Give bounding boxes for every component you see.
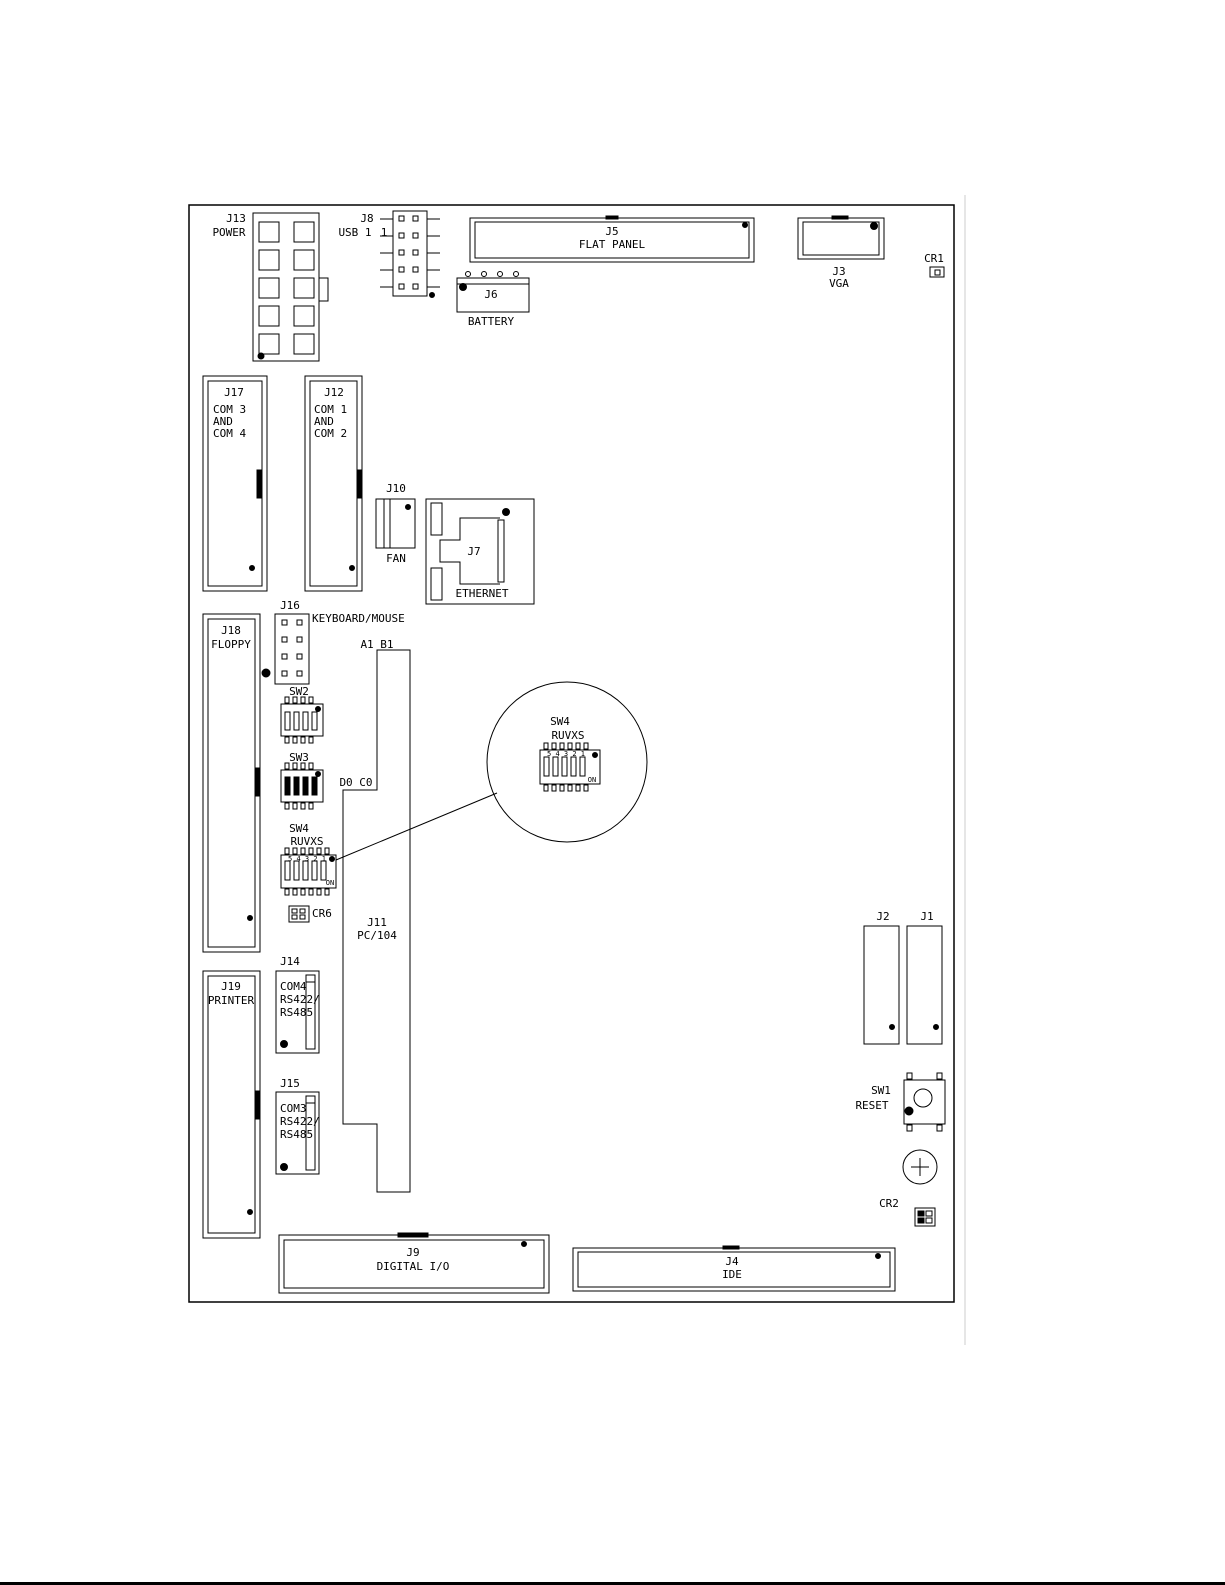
j14-ref-label: J14 (280, 955, 300, 968)
sw3-dip-switch (280, 762, 324, 810)
j14-name-line3: RS485 (280, 1006, 313, 1019)
j17-name-line1: COM 3 (213, 403, 246, 416)
j11-ref-label: J11 (367, 916, 387, 929)
j19-name-label: PRINTER (208, 994, 255, 1007)
j14-name-line2: RS422/ (280, 993, 320, 1006)
j2-header (863, 925, 900, 1045)
sw4-on-label: ON (326, 879, 334, 887)
j5-name-label: FLAT PANEL (579, 238, 646, 251)
j4-name-label: IDE (722, 1268, 742, 1281)
j17-name-line2: AND (213, 415, 233, 428)
sw4-callout-ref-label: SW4 (550, 715, 570, 728)
j16-name-label: KEYBOARD/MOUSE (312, 612, 405, 625)
cr1-led (929, 266, 945, 278)
j3-name-label: VGA (829, 277, 849, 290)
j15-name-line1: COM3 (280, 1102, 307, 1115)
j17-name-line3: COM 4 (213, 427, 246, 440)
j12-com1-com2-header (304, 375, 363, 592)
sw4-magnified-callout (335, 681, 648, 861)
j2-ref-label: J2 (876, 910, 889, 923)
sw4-callout-switch-labels: RUVXS (551, 729, 584, 742)
j11-pins-top-label: A1 B1 (360, 638, 393, 651)
j14-com4-rs422-rs485-header (275, 970, 320, 1054)
j13-ref-label: J13 (226, 212, 246, 225)
j5-flat-panel-connector (469, 215, 755, 263)
j9-ref-label: J9 (406, 1246, 419, 1259)
j11-pc104-connector (342, 649, 411, 1193)
cr6-led (288, 905, 310, 923)
j15-name-line3: RS485 (280, 1128, 313, 1141)
j9-name-label: DIGITAL I/O (377, 1260, 450, 1273)
page-bottom-rule (0, 1582, 1225, 1585)
j6-ref-label: J6 (484, 288, 497, 301)
j15-ref-label: J15 (280, 1077, 300, 1090)
cr2-ref-label: CR2 (879, 1197, 899, 1210)
j17-com3-com4-header (202, 375, 268, 592)
j15-com3-rs422-rs485-header (275, 1091, 320, 1175)
j14-name-line1: COM4 (280, 980, 307, 993)
j8-pin-label: 1 (381, 226, 388, 239)
j11-name-label: PC/104 (357, 929, 397, 942)
sw2-ref-label: SW2 (289, 685, 309, 698)
j4-ref-label: J4 (725, 1255, 739, 1268)
j18-name-label: FLOPPY (211, 638, 251, 651)
j10-ref-label: J10 (386, 482, 406, 495)
j8-ref-label: J8 (360, 212, 373, 225)
j15-name-line2: RS422/ (280, 1115, 320, 1128)
j3-ref-label: J3 (832, 265, 845, 278)
j13-power-connector (252, 212, 329, 362)
j10-fan-connector (375, 498, 416, 549)
sw2-dip-switch (280, 696, 324, 744)
cr1-ref-label: CR1 (924, 252, 944, 265)
j11-pins-side-label: D0 C0 (339, 776, 372, 789)
j1-ref-label: J1 (920, 910, 933, 923)
j12-name-line3: COM 2 (314, 427, 347, 440)
sw3-ref-label: SW3 (289, 751, 309, 764)
sw1-name-label: RESET (855, 1099, 888, 1112)
sw4-callout-position-labels: 5 4 3 2 1 (547, 750, 585, 758)
j12-name-line1: COM 1 (314, 403, 347, 416)
sw4-dip-switch (280, 847, 337, 896)
sw4-position-labels: 5 4 3 2 1 (288, 855, 326, 863)
j19-printer-header (202, 970, 261, 1239)
sw4-ref-label: SW4 (289, 822, 309, 835)
j10-name-label: FAN (386, 552, 406, 565)
j5-ref-label: J5 (605, 225, 618, 238)
j6-battery-connector (456, 271, 530, 313)
mounting-hole-icon (902, 1149, 938, 1185)
j6-name-label: BATTERY (468, 315, 515, 328)
j16-ref-label: J16 (280, 599, 300, 612)
j12-name-line2: AND (314, 415, 334, 428)
j7-ethernet-connector (425, 498, 535, 605)
j3-vga-connector (797, 215, 885, 260)
j12-ref-label: J12 (324, 386, 344, 399)
j18-ref-label: J18 (221, 624, 241, 637)
j8-usb-header (380, 210, 440, 298)
sw4-switch-labels: RUVXS (290, 835, 323, 848)
sw1-reset-button (903, 1072, 946, 1132)
j7-name-label: ETHERNET (456, 587, 509, 600)
sw4-callout-on-label: ON (588, 776, 596, 784)
board-outline (188, 204, 955, 1303)
cr6-ref-label: CR6 (312, 907, 332, 920)
j19-ref-label: J19 (221, 980, 241, 993)
j1-header (906, 925, 943, 1045)
sw1-ref-label: SW1 (871, 1084, 891, 1097)
j18-floppy-header (202, 613, 261, 953)
cr2-led (914, 1207, 936, 1227)
j7-ref-label: J7 (467, 545, 480, 558)
j4-ide-connector (572, 1245, 896, 1292)
j17-ref-label: J17 (224, 386, 244, 399)
j16-keyboard-mouse-header (261, 613, 310, 685)
j9-digital-io-connector (278, 1232, 550, 1294)
j8-name-label: USB 1 (338, 226, 371, 239)
j13-name-label: POWER (212, 226, 245, 239)
